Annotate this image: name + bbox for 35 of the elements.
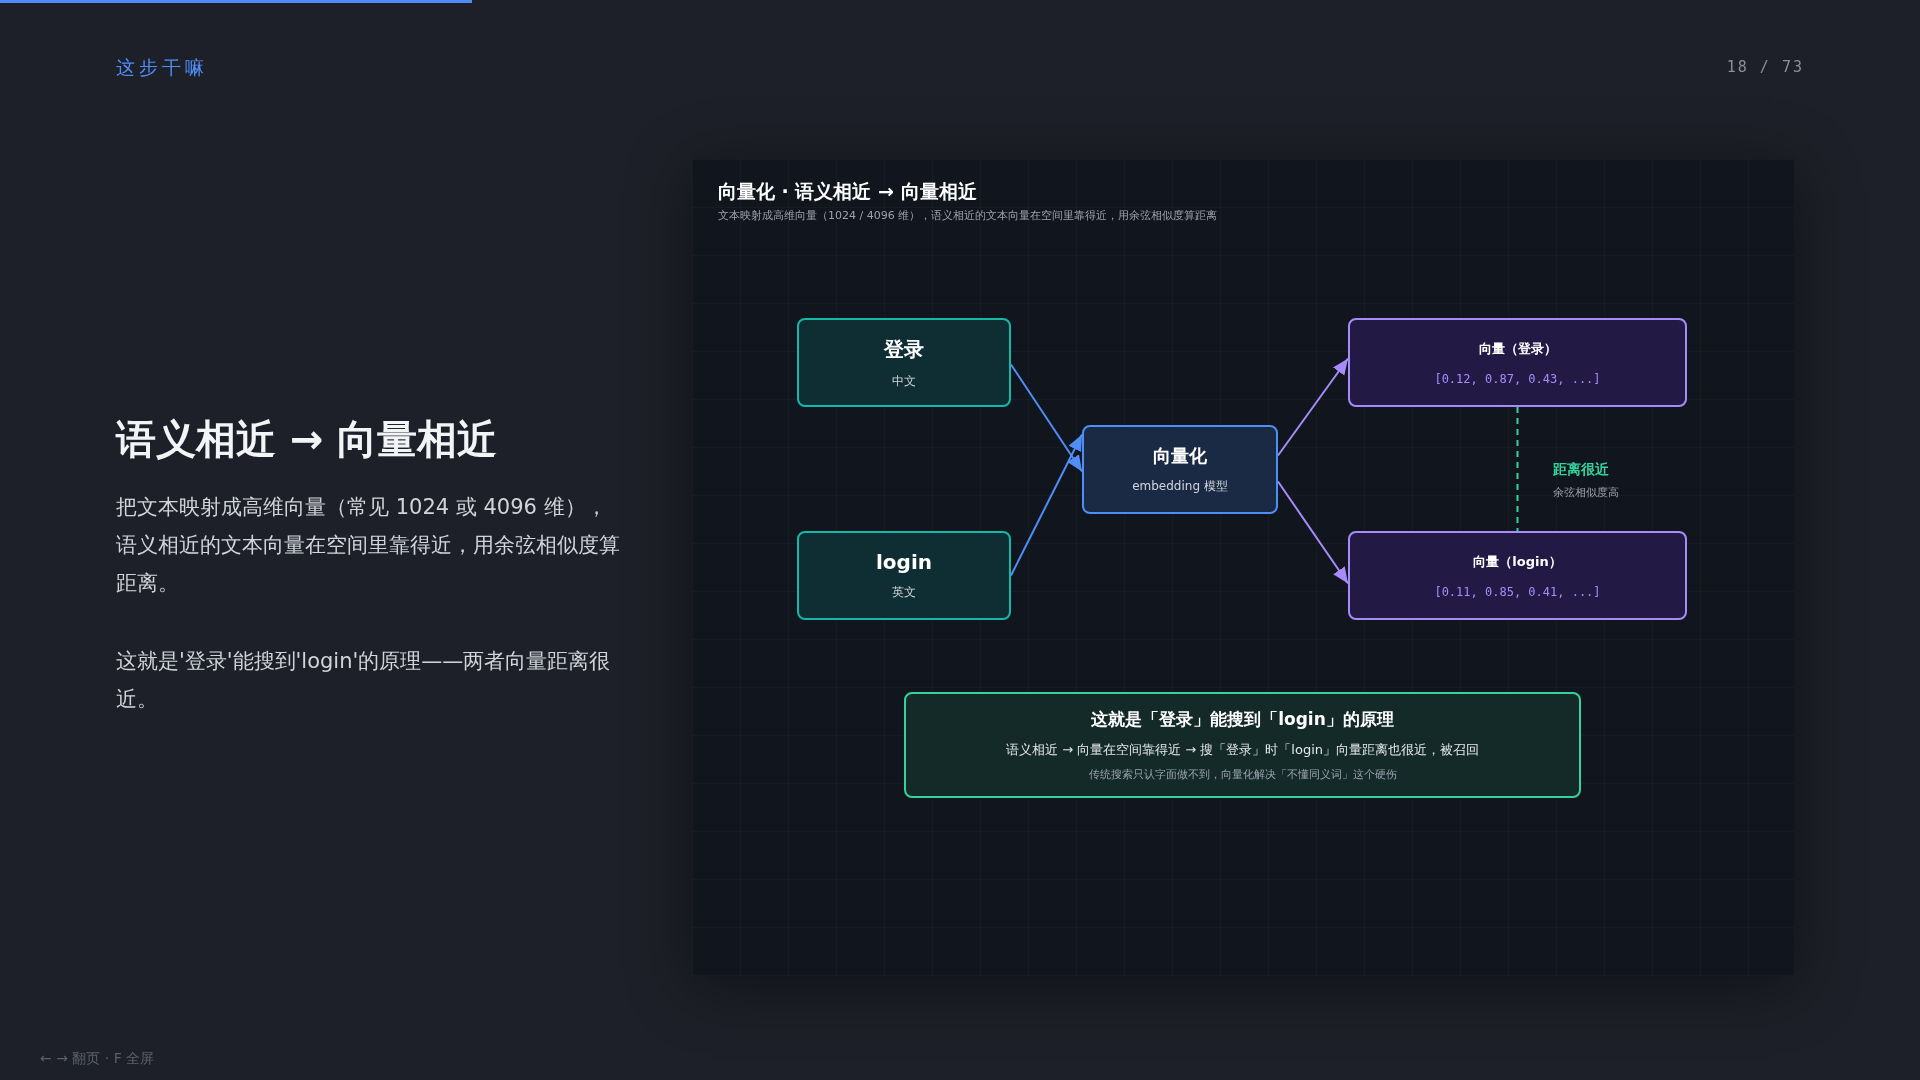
node-title: 登录 bbox=[884, 335, 924, 363]
edge-note: 余弦相似度高 bbox=[1553, 485, 1619, 500]
arrow bbox=[1277, 357, 1349, 457]
input-node bbox=[797, 531, 1011, 620]
diagram-panel bbox=[692, 159, 1794, 976]
node-title: 向量（登录） bbox=[1478, 339, 1557, 358]
dashed-connector bbox=[1516, 406, 1519, 532]
node-title: login bbox=[876, 550, 932, 574]
body-paragraph: 把文本映射成高维向量（常见 1024 或 4096 维），语义相近的文本向量在空间里靠得近，用余弦相似度算距离。 bbox=[116, 494, 621, 597]
node-subtitle: embedding 模型 bbox=[1132, 478, 1228, 495]
node-subtitle: 英文 bbox=[892, 584, 916, 601]
vector-node bbox=[1348, 318, 1687, 407]
slide-heading: 语义相近 → 向量相近 bbox=[116, 415, 498, 464]
node-subtitle: 中文 bbox=[892, 372, 916, 390]
body-paragraph: 这就是'登录'能搜到'login'的原理——两者向量距离很近。 bbox=[116, 648, 612, 713]
input-node bbox=[797, 318, 1011, 407]
page-number: 18 / 73 bbox=[1726, 58, 1804, 76]
panel-subtitle: 文本映射成高维向量（1024 / 4096 维），语义相近的文本向量在空间里靠得近，用余弦相似度算距离 bbox=[718, 208, 1218, 223]
section-label: 这步干嘛 bbox=[116, 55, 208, 80]
keyboard-hint: ← → 翻页 · F 全屏 bbox=[40, 1050, 155, 1068]
node-note: 传统搜索只认字面做不到，向量化解决「不懂同义词」这个硬伤 bbox=[1088, 767, 1397, 782]
summary-box bbox=[904, 692, 1581, 798]
node-title: 这就是「登录」能搜到「login」的原理 bbox=[1091, 708, 1394, 731]
node-title: 向量化 bbox=[1153, 444, 1207, 468]
vector-values: [0.12, 0.87, 0.43, ...] bbox=[1434, 371, 1601, 386]
model-node bbox=[1082, 425, 1278, 514]
vector-values: [0.11, 0.85, 0.41, ...] bbox=[1434, 584, 1601, 599]
arrow bbox=[1010, 363, 1083, 473]
node-title: 向量（login） bbox=[1473, 552, 1562, 571]
edge-label: 距离很近 bbox=[1553, 461, 1609, 479]
arrow bbox=[1277, 480, 1349, 585]
node-description: 语义相近 → 向量在空间靠得近 → 搜「登录」时「login」向量距离也很近，被召回 bbox=[1006, 741, 1479, 759]
vector-node bbox=[1348, 531, 1687, 620]
arrow bbox=[1010, 433, 1083, 577]
panel-title: 向量化 · 语义相近 → 向量相近 bbox=[718, 179, 977, 204]
